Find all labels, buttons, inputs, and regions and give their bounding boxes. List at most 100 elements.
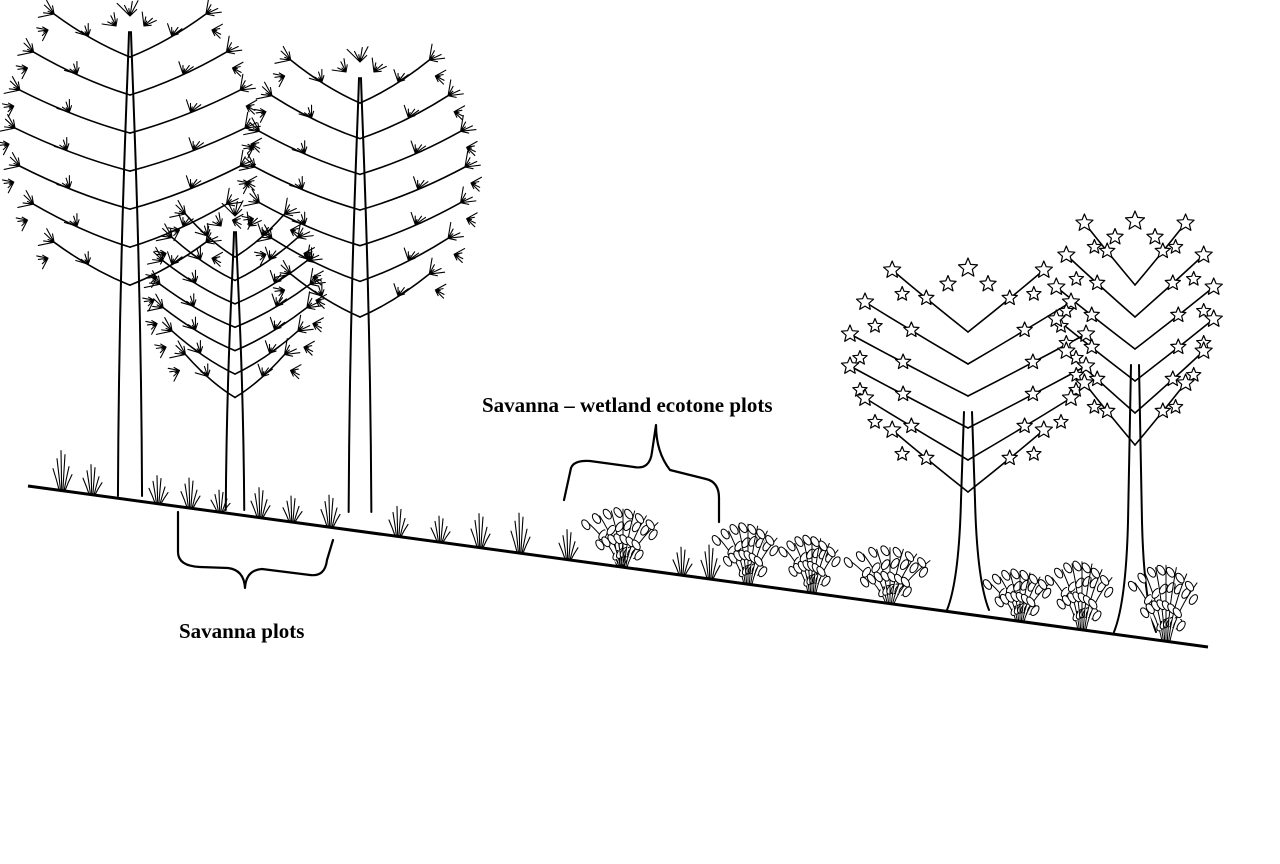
pine-needle-tuft [270, 317, 284, 329]
shrub-6-leaf [1053, 567, 1065, 580]
shrub-4-leaf [867, 546, 879, 559]
pine-needle-tuft [170, 201, 186, 218]
leaf-cluster [1147, 229, 1163, 244]
grass-tuft [181, 478, 200, 508]
pine-needle-tuft [232, 214, 243, 228]
pine-needle-tuft [304, 341, 315, 355]
shrub-5-leaf [991, 573, 1003, 586]
leaf-cluster [1177, 214, 1194, 230]
leaf-cluster [940, 276, 956, 291]
grass-tuft [389, 506, 408, 536]
pine-needle-tuft [467, 213, 478, 227]
leaf-cluster [1126, 211, 1145, 229]
leaf-cluster [1187, 368, 1201, 382]
grass-tuft [559, 530, 578, 560]
pine-needle-tuft [238, 180, 249, 194]
pine-needle-tuft [245, 112, 260, 130]
pine-needle-tuft [242, 144, 253, 158]
leaf-cluster [1025, 354, 1040, 369]
pine-needle-tuft [298, 315, 313, 333]
shrub-4-leaf [855, 550, 867, 563]
pine-needle-tuft [435, 70, 446, 84]
pine-tree-1-branch [20, 166, 130, 209]
pine-needle-tuft [4, 77, 20, 94]
hardwood-tree-1-branch [865, 302, 968, 364]
pine-needle-tuft [226, 188, 241, 206]
pine-tree-2-branch [235, 308, 307, 351]
leaf-cluster [1025, 386, 1040, 401]
pine-needle-tuft [18, 39, 34, 56]
grass-tuft [251, 488, 270, 518]
leaf-cluster [1107, 229, 1123, 244]
pine-tree-1-branch [34, 52, 130, 95]
pine-needle-tuft [448, 80, 463, 98]
pine-needle-tuft [467, 142, 478, 156]
leaf-cluster [1078, 357, 1095, 373]
pine-tree-2-branch [235, 284, 310, 327]
pine-needle-tuft [454, 249, 465, 263]
pine-tree-1-branch [130, 90, 240, 133]
pine-tree-1-branch [54, 242, 130, 285]
grass-tuft [211, 490, 230, 512]
pine-tree-2-branch [235, 214, 285, 257]
grass-tuft [431, 516, 450, 542]
shrub-5-leaf [1009, 568, 1021, 581]
pine-needle-tuft [299, 105, 314, 118]
ecotone-plots-bracket [564, 425, 719, 522]
hardwood-tree-2-trunk-left [1114, 365, 1131, 632]
pine-needle-tuft [186, 100, 200, 112]
pine-needle-tuft [258, 364, 272, 376]
pine-needle-tuft [64, 214, 79, 227]
pine-needle-tuft [285, 339, 300, 357]
pine-needle-tuft [394, 70, 408, 82]
pine-needle-tuft [275, 47, 291, 64]
pine-tree-3-branch [360, 96, 448, 139]
pine-needle-tuft [435, 284, 446, 298]
pine-tree-2-branch [160, 284, 235, 327]
leaf-cluster [1054, 415, 1068, 429]
pine-tree-3-branch [255, 167, 360, 210]
pine-needle-tuft [265, 247, 279, 259]
grass-tuft [471, 514, 490, 548]
pine-tree-1-trunk-right [131, 32, 142, 496]
ecotone-plots-label: Savanna – wetland ecotone plots [482, 395, 773, 416]
pine-needle-tuft [3, 179, 14, 193]
pine-needle-tuft [461, 116, 476, 134]
pine-needle-tuft [168, 252, 182, 264]
pine-needle-tuft [292, 141, 307, 154]
pine-needle-tuft [195, 224, 210, 237]
hardwood-tree-1-trunk-left [947, 412, 964, 610]
pine-tree-3-branch [360, 274, 429, 317]
pine-needle-tuft [0, 115, 15, 132]
pine-needle-tuft [4, 153, 20, 170]
pine-needle-tuft [57, 176, 72, 189]
pine-needle-tuft [226, 36, 241, 54]
pine-needle-tuft [179, 62, 193, 74]
pine-needle-tuft [156, 224, 172, 241]
pine-needle-tuft [142, 12, 156, 26]
shrub-4-leaf [843, 556, 855, 569]
pine-needle-tuft [146, 321, 157, 335]
leaf-cluster [1197, 304, 1211, 318]
pine-tree-3-branch [360, 60, 429, 103]
pine-needle-tuft [195, 364, 210, 377]
pine-needle-tuft [411, 212, 425, 224]
pine-tree-3-branch [360, 167, 465, 210]
grass-tuft [83, 465, 102, 495]
pine-needle-tuft [429, 44, 444, 62]
pine-needle-tuft [54, 138, 69, 151]
pine-needle-tuft [37, 27, 48, 41]
leaf-cluster [841, 357, 858, 373]
leaf-cluster [853, 351, 867, 365]
leaf-cluster [1187, 272, 1201, 286]
pine-needle-tuft [207, 213, 222, 226]
pine-tree-3-trunk-left [349, 78, 359, 512]
pine-tree-2-branch [235, 261, 307, 304]
shrub-2-leaf [711, 534, 723, 547]
pine-tree-1-branch [15, 128, 130, 171]
grass-tuft [53, 451, 72, 491]
pine-needle-tuft [212, 252, 223, 266]
leaf-cluster [895, 287, 909, 301]
shrub-2-leaf [737, 521, 749, 534]
pine-needle-tuft [332, 59, 347, 72]
